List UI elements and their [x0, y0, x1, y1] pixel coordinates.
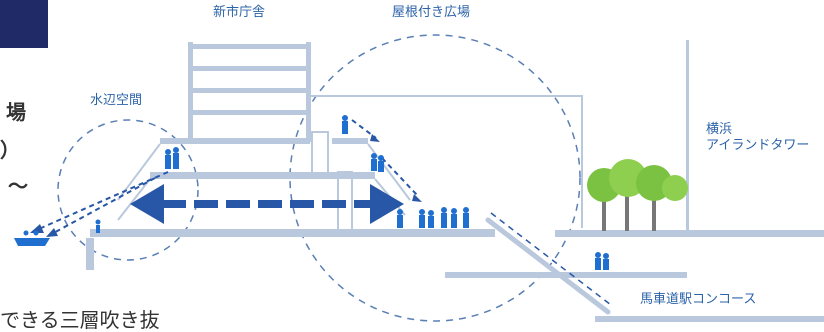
island-tower-outline — [686, 40, 689, 232]
city-hall-tower — [188, 42, 311, 142]
section-diagram — [14, 34, 824, 322]
cropped-text-bottom: できる三層吹き抜 — [0, 308, 160, 332]
label-island-tower-line1: 横浜 — [706, 122, 733, 137]
cropped-text-left-1: 場 — [6, 100, 26, 124]
cropped-text-left-2: ） — [0, 138, 20, 162]
people-icons — [95, 115, 609, 270]
tree-icon — [587, 159, 688, 231]
plaza-zone-circle — [289, 34, 581, 322]
horizontal-double-arrow — [130, 184, 404, 224]
label-roofed-plaza: 屋根付き広場 — [392, 5, 471, 20]
movement-arrows — [31, 119, 419, 237]
label-bashamichi-concourse: 馬車道駅コンコース — [640, 292, 757, 307]
escalator — [485, 217, 611, 315]
boat-icon — [14, 230, 50, 246]
label-island-tower: 横浜 アイランドタワー — [706, 122, 809, 155]
label-new-city-hall: 新市庁舎 — [213, 5, 266, 20]
label-waterside-space: 水辺空間 — [90, 93, 143, 108]
cropped-text-left-3: ～ — [8, 174, 28, 198]
plaza-roof — [311, 95, 583, 228]
navy-corner-block — [0, 0, 48, 48]
label-island-tower-line2: アイランドタワー — [706, 138, 810, 154]
waterside-zone-circle — [57, 119, 199, 261]
